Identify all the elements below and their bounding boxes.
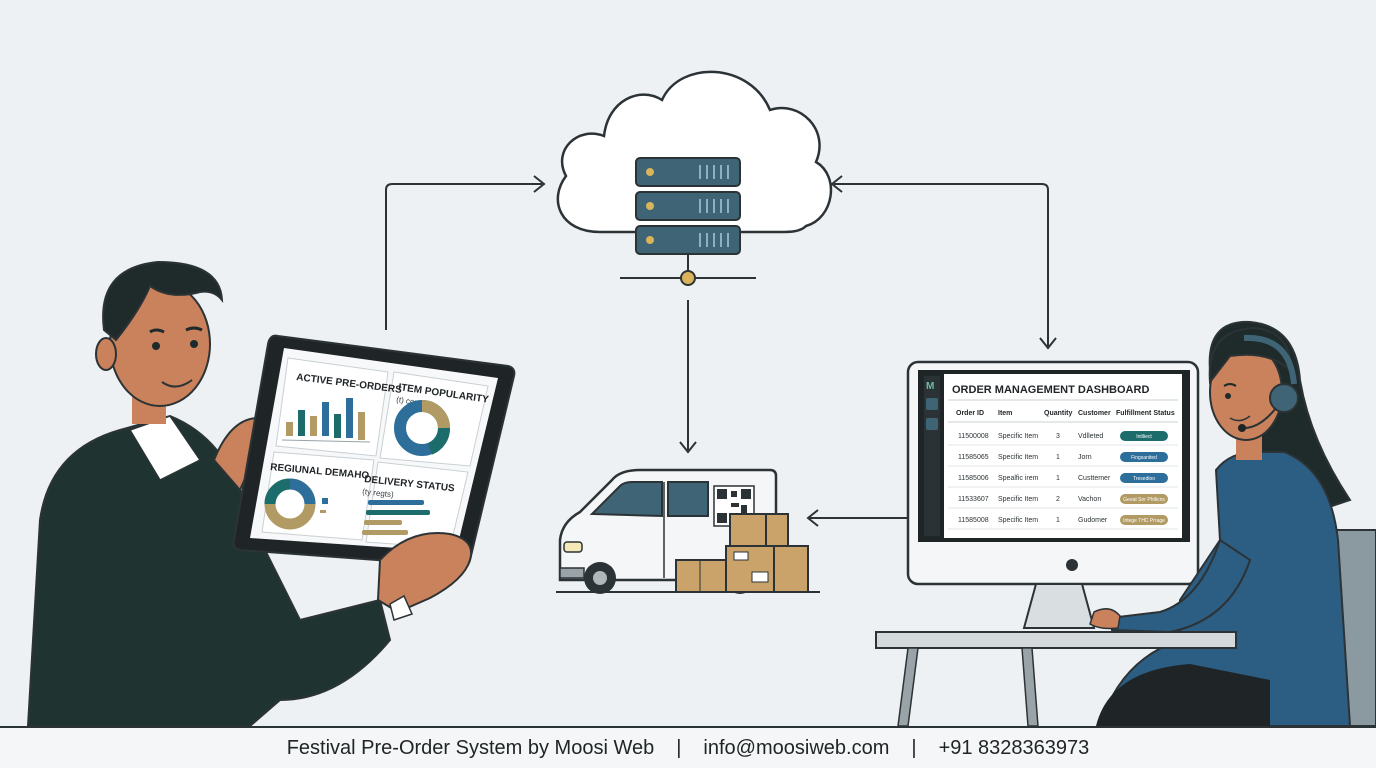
status-badge-label: Intege THC Prrage <box>1123 518 1165 524</box>
footer-phone[interactable]: +91 8328363973 <box>938 736 1090 759</box>
regional-donut-icon <box>264 478 328 530</box>
parcel-boxes-icon <box>675 513 809 593</box>
table-cell: Specific Item <box>998 433 1038 440</box>
dashboard-table: Order ID Item Quantity Customer Fulfillm… <box>948 399 1178 530</box>
footer-separator: | <box>676 736 682 759</box>
table-cell: 11585006 <box>958 475 989 482</box>
table-row[interactable]: 11585008 Specific Item 1 Gudomer Intege THC … <box>948 515 1178 530</box>
delivery-van-icon <box>556 468 820 594</box>
status-badge <box>1120 515 1168 525</box>
table-row[interactable]: 11500008 Specific Item 3 Vdlleted Intiliect <box>948 431 1178 446</box>
status-badge-label: Tresedioo <box>1133 476 1155 482</box>
operator-figure <box>1089 320 1376 727</box>
dashboard-title: ORDER MANAGEMENT DASHBOARD <box>952 384 1149 396</box>
table-cell: Spealfic irem <box>998 475 1039 482</box>
table-header: Fulfillment Status <box>1116 410 1175 417</box>
footer-separator: | <box>911 736 917 759</box>
table-header: Quantity <box>1044 410 1072 417</box>
manager-figure <box>26 260 392 727</box>
status-badge <box>1120 473 1168 483</box>
table-cell: Gudomer <box>1078 517 1108 524</box>
donut-chart-icon <box>394 400 450 456</box>
cloud-server-icon <box>556 70 833 286</box>
table-cell: Specific Item <box>998 454 1038 461</box>
footer-email[interactable]: info@moosiweb.com <box>703 736 890 759</box>
tablet-panel-subtitle: (ty regts) <box>362 487 395 499</box>
table-cell: 11585008 <box>958 517 989 524</box>
table-cell: Specific Item <box>998 496 1038 503</box>
table-row[interactable]: 11585065 Specific Item 1 Jorn Fingsanited <box>948 452 1178 467</box>
table-cell: Jorn <box>1078 454 1092 461</box>
table-cell: Vachon <box>1078 496 1101 503</box>
table-cell: 11585065 <box>958 454 989 461</box>
status-badge <box>1120 494 1168 504</box>
table-header: Item <box>998 410 1012 417</box>
table-cell: Vdlleted <box>1078 433 1103 440</box>
footer-bar: Festival Pre-Order System by Moosi Web |… <box>0 726 1376 768</box>
table-cell: 11500008 <box>958 433 989 440</box>
tablet-device: ACTIVE PRE-ORDERS ITEM POPULARITY (t) co… <box>232 334 516 568</box>
table-cell: Specific Item <box>998 517 1038 524</box>
status-badge-label: Geeat Snr Phtlicns <box>1123 497 1165 503</box>
table-cell: Custtemer <box>1078 475 1111 482</box>
table-row[interactable]: 11585006 Spealfic irem 1 Custtemer Tresedioo <box>948 473 1178 488</box>
connector-arrows <box>385 175 1057 527</box>
table-header: Order ID <box>956 410 984 417</box>
status-badge <box>1120 452 1168 462</box>
table-cell: 1 <box>1056 517 1060 524</box>
table-row[interactable]: 11533607 Specific Item 2 Vachon Geeat Snr Ph… <box>948 494 1178 509</box>
table-cell: 3 <box>1056 433 1060 440</box>
table-cell: 1 <box>1056 475 1060 482</box>
footer-brand: Festival Pre-Order System by Moosi Web <box>286 736 655 759</box>
status-badge-label: Intiliect <box>1136 434 1152 440</box>
status-bars-icon <box>362 500 430 535</box>
table-cell: 1 <box>1056 454 1060 461</box>
desk <box>875 631 1237 727</box>
status-badge <box>1120 431 1168 441</box>
status-badge-label: Fingsanited <box>1131 455 1157 461</box>
table-header: Customer <box>1078 410 1111 417</box>
hand-icon <box>376 532 472 614</box>
table-cell: 11533607 <box>958 496 989 503</box>
bar-chart-icon <box>281 398 371 443</box>
dashboard-logo: M <box>926 381 934 392</box>
table-cell: 2 <box>1056 496 1060 503</box>
